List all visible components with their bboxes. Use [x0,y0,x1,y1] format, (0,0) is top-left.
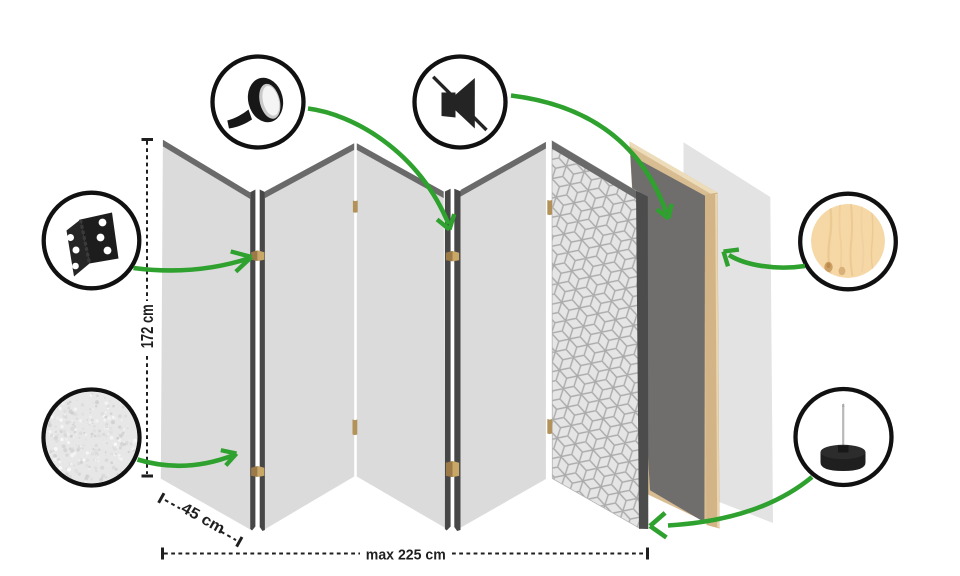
svg-text:max 225 cm: max 225 cm [366,547,446,563]
svg-text:172 cm: 172 cm [137,304,157,348]
